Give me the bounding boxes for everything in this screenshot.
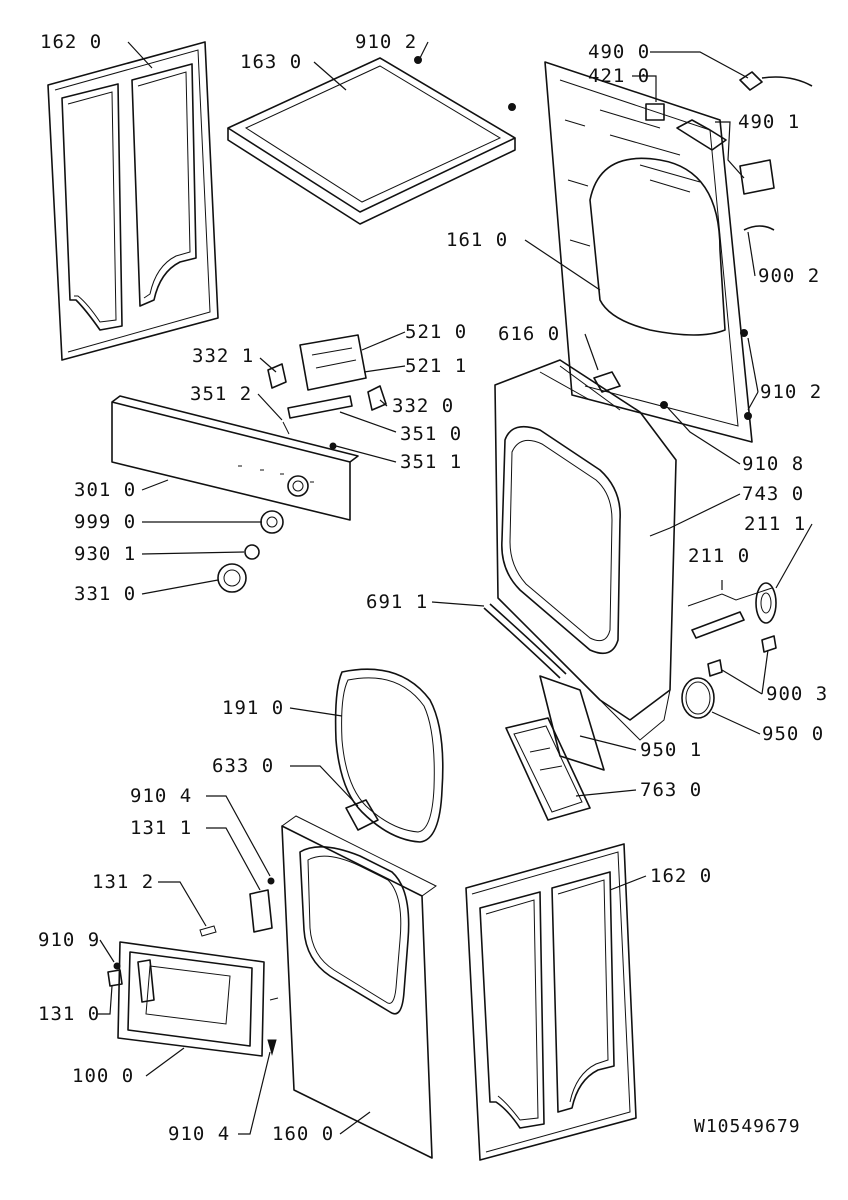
door-assembly	[117, 925, 265, 1057]
control-panel	[111, 395, 359, 521]
label-131-2: 131 2	[92, 871, 154, 893]
label-633-0: 633 0	[212, 755, 274, 777]
knob-parts	[217, 510, 284, 593]
lint-filter-housing	[505, 717, 591, 821]
label-331-0: 331 0	[74, 583, 136, 605]
label-910-9: 910 9	[38, 929, 100, 951]
shaft-pulley	[687, 582, 777, 639]
label-131-0: 131 0	[38, 1003, 100, 1025]
clips-900-3	[707, 635, 777, 677]
label-301-0: 301 0	[74, 479, 136, 501]
label-910-2-right: 910 2	[760, 381, 822, 403]
side-panel-right	[465, 843, 637, 1161]
label-521-1: 521 1	[405, 355, 467, 377]
drawing-code: W10549679	[694, 1116, 801, 1137]
door-seal	[334, 668, 444, 843]
label-332-1: 332 1	[192, 345, 254, 367]
cable-691	[483, 603, 567, 679]
label-211-0: 211 0	[688, 545, 750, 567]
label-910-4-bottom: 910 4	[168, 1123, 230, 1145]
label-490-0: 490 0	[588, 41, 650, 63]
label-191-0: 191 0	[222, 697, 284, 719]
label-616-0: 616 0	[498, 323, 560, 345]
label-162-0-top: 162 0	[40, 31, 102, 53]
label-351-0: 351 0	[400, 423, 462, 445]
label-999-0: 999 0	[74, 511, 136, 533]
leader-lines	[98, 41, 813, 1135]
label-950-1: 950 1	[640, 739, 702, 761]
label-910-4-top: 910 4	[130, 785, 192, 807]
label-900-3: 900 3	[766, 683, 828, 705]
label-162-0-bottom: 162 0	[650, 865, 712, 887]
label-910-2-top: 910 2	[355, 31, 417, 53]
label-160-0: 160 0	[272, 1123, 334, 1145]
label-163-0: 163 0	[240, 51, 302, 73]
control-bracket-group	[267, 334, 387, 450]
label-743-0: 743 0	[742, 483, 804, 505]
label-763-0: 763 0	[640, 779, 702, 801]
label-100-0: 100 0	[72, 1065, 134, 1087]
label-332-0: 332 0	[392, 395, 454, 417]
front-bulkhead	[494, 359, 677, 741]
label-490-1: 490 1	[738, 111, 800, 133]
label-421-0: 421 0	[588, 65, 650, 87]
label-900-2: 900 2	[758, 265, 820, 287]
part-616	[593, 371, 621, 393]
label-161-0: 161 0	[446, 229, 508, 251]
label-930-1: 930 1	[74, 543, 136, 565]
screw-910-2-right	[660, 329, 752, 420]
ring-950	[681, 677, 715, 719]
label-691-1: 691 1	[366, 591, 428, 613]
label-131-1: 131 1	[130, 817, 192, 839]
rear-panel	[544, 61, 753, 443]
label-351-2: 351 2	[190, 383, 252, 405]
screw-910-2-top	[414, 56, 516, 111]
part-labels: 162 0 163 0 910 2 490 0 421 0 490 1 161 …	[38, 31, 828, 1145]
front-panel	[281, 815, 437, 1159]
label-351-1: 351 1	[400, 451, 462, 473]
label-950-0: 950 0	[762, 723, 824, 745]
hinge-131-1	[249, 877, 275, 933]
cord-parts	[645, 71, 813, 231]
screw-910-4-bottom	[267, 997, 279, 1056]
latch-633	[345, 799, 379, 831]
door-small-parts	[107, 962, 123, 987]
side-panel-left	[47, 41, 219, 361]
label-521-0: 521 0	[405, 321, 467, 343]
label-211-1: 211 1	[744, 513, 806, 535]
top-cover	[227, 57, 516, 225]
label-910-8: 910 8	[742, 453, 804, 475]
